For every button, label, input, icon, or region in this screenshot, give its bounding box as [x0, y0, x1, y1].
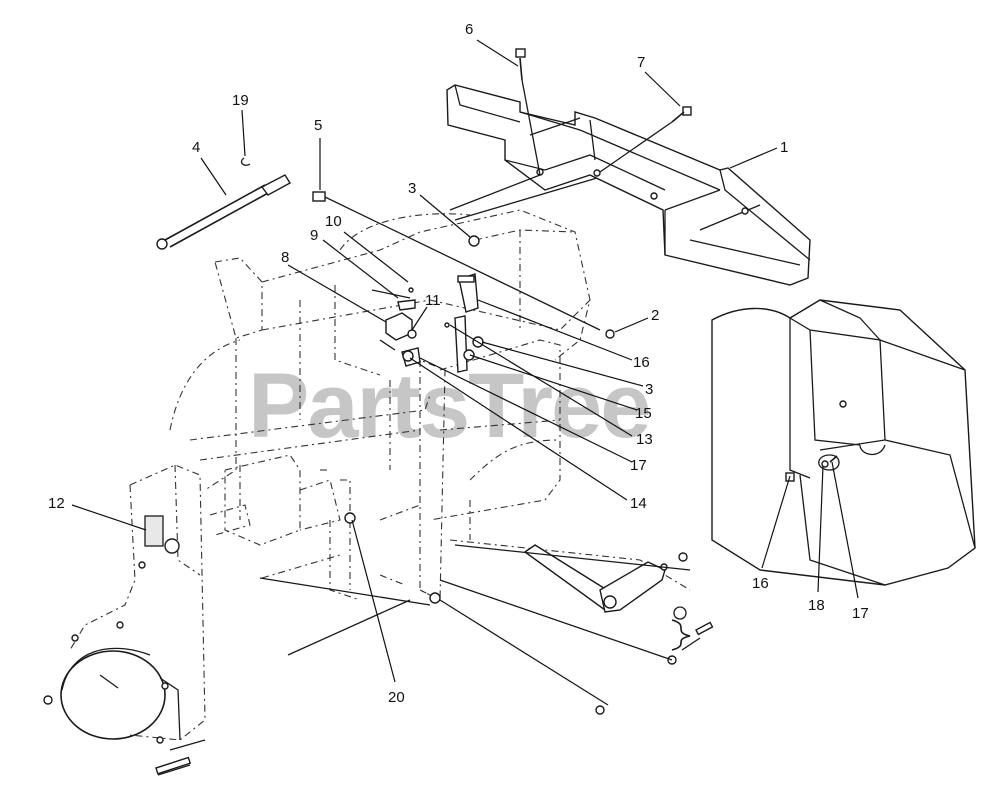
hood-bracket: [446, 84, 811, 286]
discharge-chute: [43, 464, 206, 776]
watermark-text: PartsTree: [248, 355, 649, 457]
callout-8: 8: [281, 249, 289, 266]
callout-14: 14: [630, 495, 647, 512]
callout-3-upper: 3: [408, 180, 416, 197]
nut-bottom: [595, 705, 605, 715]
frame-uprights: [340, 359, 446, 601]
callout-2: 2: [651, 307, 659, 324]
chute-decal: [144, 515, 164, 547]
chute-knob: [164, 538, 180, 554]
nut-3-upper: [468, 235, 480, 247]
callout-1: 1: [780, 139, 788, 156]
bolt-chute-upper: [138, 561, 146, 569]
callout-9: 9: [310, 227, 318, 244]
callout-11: 11: [425, 292, 441, 309]
chute-pin: [155, 756, 192, 775]
callout-10: 10: [325, 213, 342, 230]
callout-labels: 1 2 3 3 4 5 6 7 8 9 10 11 12 13 14 15 16…: [48, 21, 869, 706]
callout-16-main: 16: [633, 354, 650, 371]
hood-inset: [711, 299, 976, 586]
callout-13: 13: [636, 431, 653, 448]
callout-16-inset: 16: [752, 575, 769, 592]
callout-5: 5: [314, 117, 322, 134]
bolt-chute-left: [43, 695, 53, 705]
pivot-linkage: [259, 512, 714, 715]
gas-spring: [156, 157, 291, 250]
stud: [312, 191, 601, 331]
bolt-20: [344, 512, 356, 524]
callout-18: 18: [808, 597, 825, 614]
callout-3-lower: 3: [645, 381, 653, 398]
callout-19: 19: [232, 92, 249, 109]
nut-2: [605, 329, 615, 339]
callout-7: 7: [637, 54, 645, 71]
callout-17-inset: 17: [852, 605, 869, 622]
callout-20: 20: [388, 689, 405, 706]
callout-4: 4: [192, 139, 200, 156]
bolt-7: [599, 106, 692, 173]
leader-lines: [71, 39, 859, 683]
callout-12: 12: [48, 495, 65, 512]
callout-17-main: 17: [630, 457, 647, 474]
callout-15: 15: [635, 405, 652, 422]
gearbox-assembly: [209, 454, 341, 546]
callout-6: 6: [465, 21, 473, 38]
bolt-6: [515, 48, 541, 176]
chute-opening: [60, 650, 166, 740]
